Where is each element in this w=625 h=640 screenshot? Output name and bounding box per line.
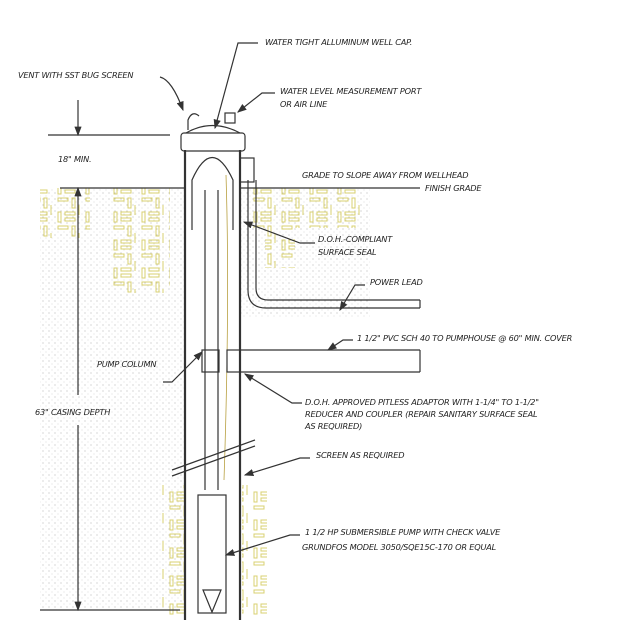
vent-icon	[187, 113, 200, 130]
label-adaptor-3: AS REQUIRED)	[304, 421, 362, 431]
label-vent: VENT WITH SST BUG SCREEN	[18, 70, 133, 80]
well-cap	[180, 112, 246, 152]
dimensions	[40, 100, 180, 612]
label-power-lead: POWER LEAD	[370, 277, 423, 287]
pvc-pipe	[240, 349, 421, 373]
well-casing	[183, 150, 255, 620]
label-pvc: 1 1/2" PVC SCH 40 TO PUMPHOUSE @ 60" MIN…	[357, 333, 572, 343]
power-lead-conduit	[247, 180, 421, 309]
soil	[40, 188, 370, 615]
label-min-height: 18" MIN.	[58, 154, 91, 164]
label-adaptor: D.O.H. APPROVED PITLESS ADAPTOR WITH 1-1…	[305, 397, 539, 407]
label-screen: SCREEN AS REQUIRED	[316, 450, 404, 460]
label-port: WATER LEVEL MEASUREMENT PORT	[280, 86, 422, 96]
label-pump: 1 1/2 HP SUBMERSIBLE PUMP WITH CHECK VAL…	[305, 527, 501, 537]
label-grade-slope: GRADE TO SLOPE AWAY FROM WELLHEAD	[302, 170, 468, 180]
label-seal: D.O.H.-COMPLIANT	[318, 234, 393, 244]
label-port-2: OR AIR LINE	[280, 99, 328, 109]
label-seal-2: SURFACE SEAL	[318, 247, 377, 257]
measurement-port	[224, 112, 236, 124]
label-well-cap: WATER TIGHT ALLUMINUM WELL CAP.	[265, 37, 412, 47]
pump-column	[171, 174, 256, 614]
label-pump-model: GRUNDFOS MODEL 3050/SQE15C-170 OR EQUAL	[302, 542, 497, 552]
power-wire	[223, 174, 228, 481]
leaders	[159, 42, 365, 556]
label-casing-depth: 63" CASING DEPTH	[35, 407, 110, 417]
label-pump-column: PUMP COLUMN	[97, 359, 156, 369]
label-adaptor-2: REDUCER AND COUPLER (REPAIR SANITARY SUR…	[305, 409, 538, 419]
label-finish-grade: FINISH GRADE	[425, 183, 482, 193]
